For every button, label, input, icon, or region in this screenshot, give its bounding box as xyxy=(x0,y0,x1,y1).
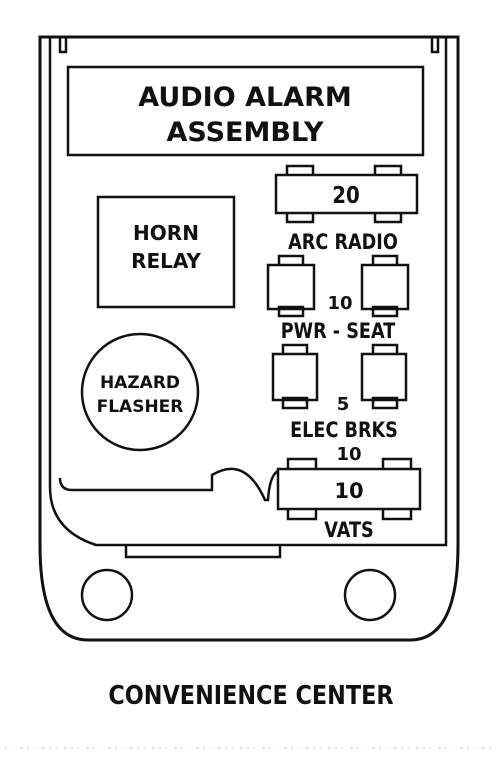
pwr-seat-label: PWR - SEAT xyxy=(281,319,396,344)
fuse-pwr-seat xyxy=(266,254,410,318)
housing-inner-outline xyxy=(48,37,448,547)
housing-right-tab xyxy=(430,37,440,54)
fuse-20: 20 xyxy=(274,164,419,224)
fuse-vats xyxy=(276,457,422,521)
horn-relay-label-line2: RELAY xyxy=(131,249,201,273)
housing-outline xyxy=(38,35,460,642)
diagram-caption: CONVENIENCE CENTER xyxy=(108,679,393,710)
elec-brks-label: ELEC BRKS xyxy=(290,418,398,443)
audio-alarm-assembly-box xyxy=(66,65,425,157)
horn-relay-label-line1: HORN xyxy=(133,221,199,245)
horn-relay-box xyxy=(96,195,236,309)
hazard-flasher-label-line2: FLASHER xyxy=(97,397,184,417)
vats-label: VATS xyxy=(324,518,373,543)
mounting-hole-left xyxy=(80,568,134,622)
fuse-20-value: 20 xyxy=(332,183,360,210)
lower-tray-outline xyxy=(58,467,350,502)
hazard-flasher-circle xyxy=(80,332,200,452)
mounting-hole-right xyxy=(343,568,397,622)
housing-left-tab xyxy=(58,37,68,54)
audio-alarm-label-line2: ASSEMBLY xyxy=(166,117,323,148)
fuse-vats-upper-value: 10 xyxy=(336,444,361,465)
fuse-elec-brks-value: 5 xyxy=(337,394,350,415)
fuse-pwr-seat-value: 10 xyxy=(327,293,352,314)
arc-radio-label: ARC RADIO xyxy=(288,230,398,255)
lower-tray-floor xyxy=(124,545,282,559)
fuse-elec-brks xyxy=(271,343,408,410)
fuse-vats-value: 10 xyxy=(334,479,363,503)
audio-alarm-label-line1: AUDIO ALARM xyxy=(138,82,351,113)
hazard-flasher-label-line1: HAZARD xyxy=(100,373,180,393)
